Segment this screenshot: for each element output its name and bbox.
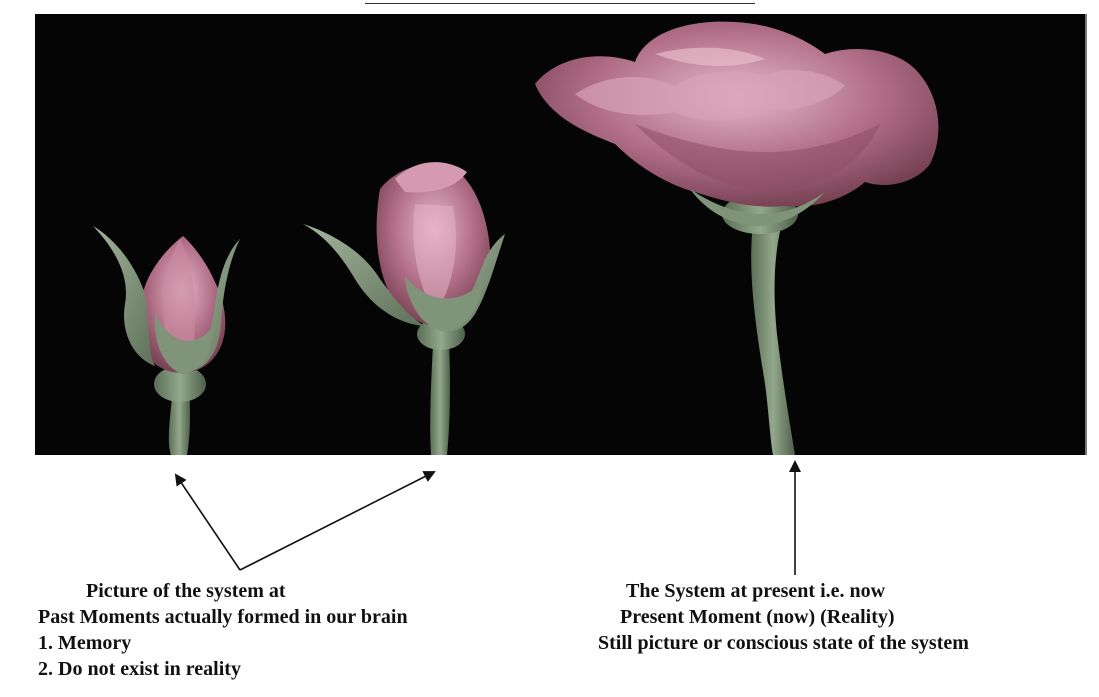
present-caption-line2: Present Moment (now) (Reality) xyxy=(598,604,969,630)
present-caption-line3: Still picture or conscious state of the … xyxy=(598,630,969,656)
small-bud xyxy=(93,226,240,455)
present-caption-line1: The System at present i.e. now xyxy=(598,578,969,604)
medium-bud xyxy=(303,162,505,455)
past-caption-line1: Picture of the system at xyxy=(38,578,408,604)
top-rule xyxy=(365,3,755,4)
past-caption-item2: 2. Do not exist in reality xyxy=(38,656,408,682)
past-caption-line2: Past Moments actually formed in our brai… xyxy=(38,604,408,630)
past-caption: Picture of the system at Past Moments ac… xyxy=(38,578,408,682)
arrow-to-small-bud xyxy=(176,475,240,570)
photo-edge xyxy=(1085,14,1087,455)
present-caption: The System at present i.e. now Present M… xyxy=(598,578,969,656)
rose-photo xyxy=(35,14,1085,455)
open-rose xyxy=(535,22,938,455)
arrow-to-medium-bud xyxy=(240,472,434,570)
past-caption-item1: 1. Memory xyxy=(38,630,408,656)
